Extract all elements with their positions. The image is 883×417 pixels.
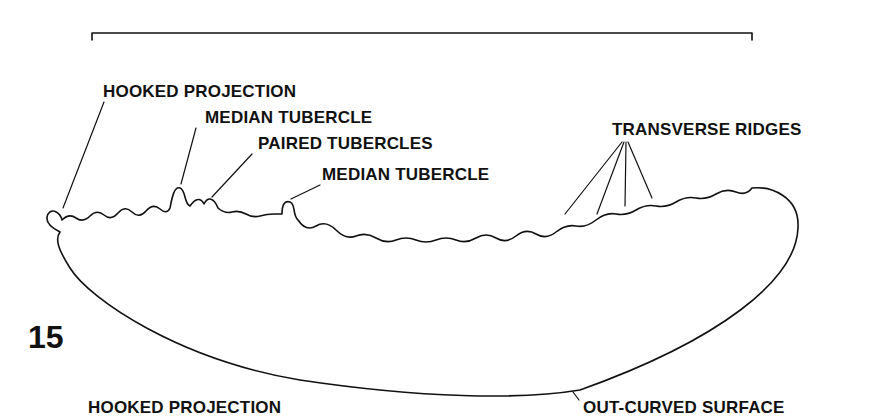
part-label: TRANSVERSE RIDGES — [612, 121, 802, 138]
part-label: OUT-CURVED SURFACE — [583, 399, 785, 416]
part-label: PAIRED TUBERCLES — [258, 135, 433, 152]
specimen-outline — [47, 188, 798, 396]
part-label: HOOKED PROJECTION — [88, 399, 281, 416]
leader-lines — [63, 102, 652, 400]
part-label: MEDIAN TUBERCLE — [322, 166, 489, 183]
part-label: MEDIAN TUBERCLE — [205, 109, 372, 126]
figure-number: 15 — [28, 321, 64, 353]
part-label: HOOKED PROJECTION — [103, 83, 296, 100]
scale-bar — [92, 33, 752, 40]
